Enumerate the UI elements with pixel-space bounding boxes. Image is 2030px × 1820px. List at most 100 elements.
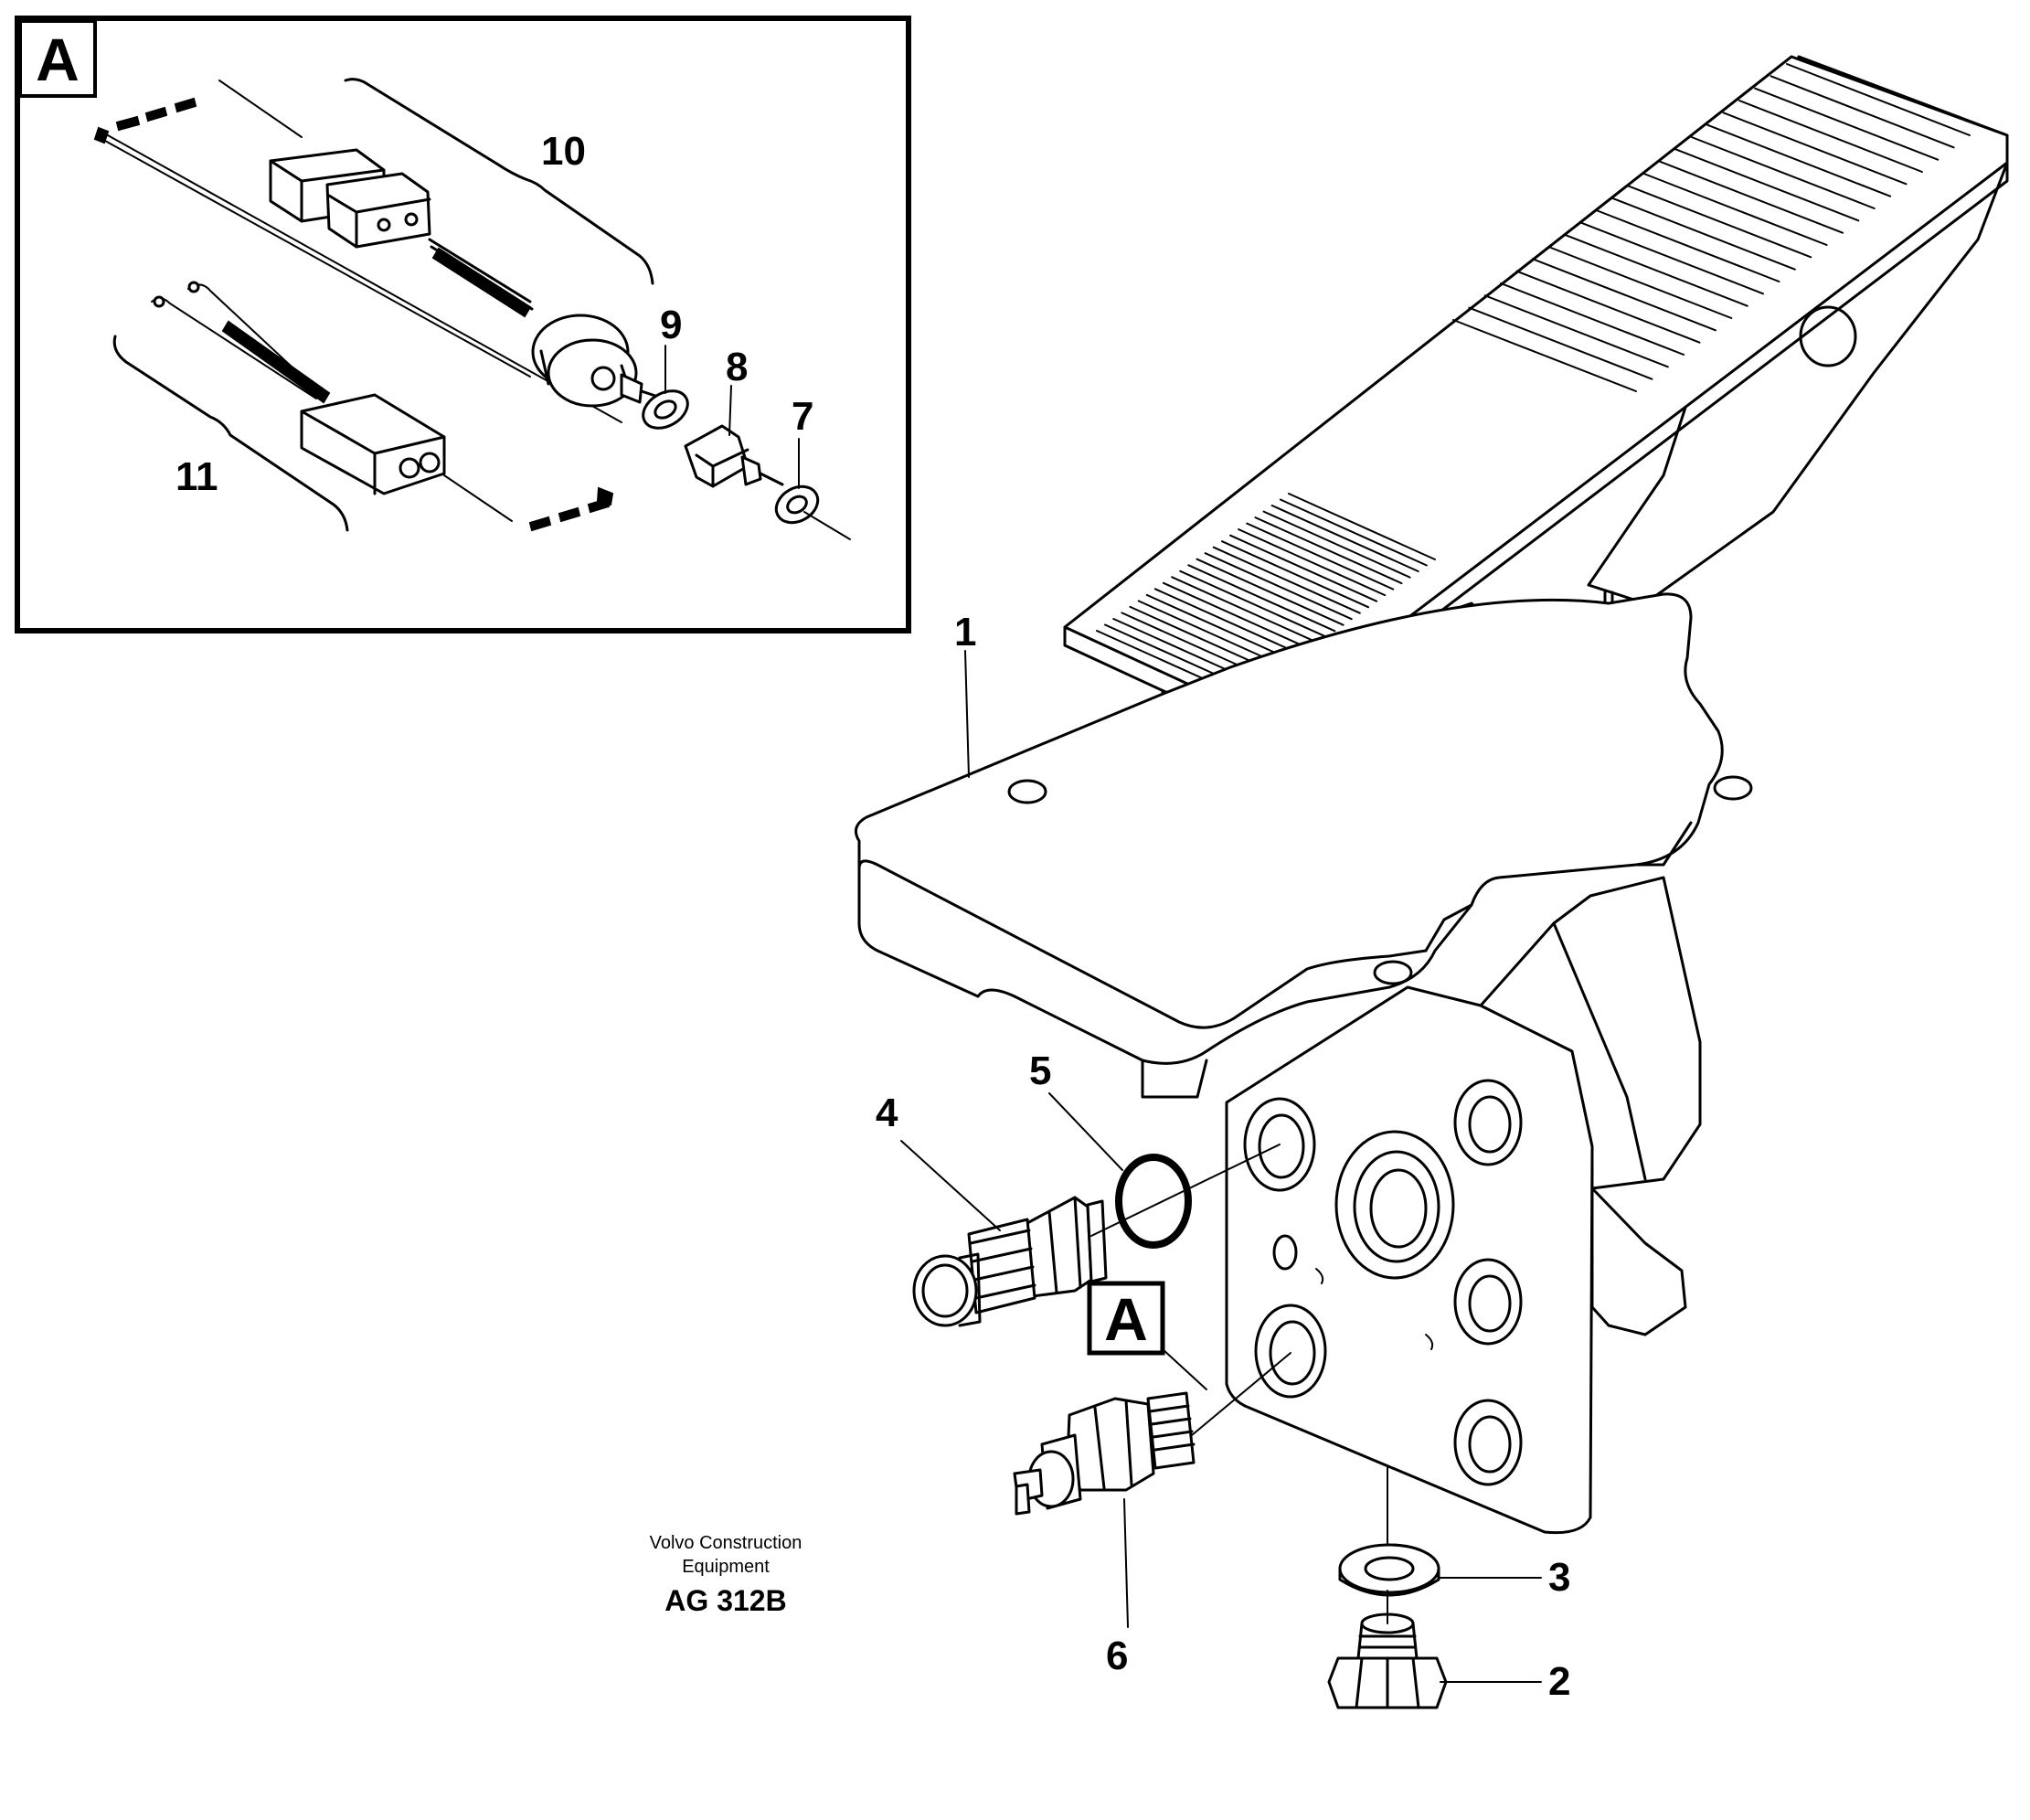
base-plate <box>854 592 1724 1065</box>
callout-1: 1 <box>954 610 976 655</box>
pedal-rib <box>1563 233 1748 307</box>
caption-block: Volvo Construction Equipment AG 312B <box>650 1533 802 1617</box>
mounting-hole <box>1373 960 1413 985</box>
pedal-rib <box>1452 319 1637 392</box>
callout-2: 2 <box>1548 1659 1570 1704</box>
pedal-rib <box>1642 173 1828 246</box>
callout-9: 9 <box>660 303 682 347</box>
pedal-rib <box>1674 148 1860 222</box>
pedal-grille-line <box>1145 593 1294 662</box>
harness-edge-lower <box>104 140 531 378</box>
valve-body-lug <box>1590 1187 1687 1336</box>
o-ring-5 <box>1115 1154 1192 1249</box>
pedal-rib <box>1579 221 1764 295</box>
valve-pin-hole <box>1272 1234 1298 1271</box>
drawing-code: AG 312B <box>664 1584 786 1617</box>
sensor-6 <box>1013 1391 1196 1516</box>
pedal-assembly: A 1 2 3 4 5 6 <box>854 55 2009 1709</box>
leader-5 <box>1048 1092 1123 1171</box>
axis-line-4 <box>1090 1144 1281 1237</box>
pedal-rib <box>1547 246 1733 319</box>
pedal-pad-ribs <box>1452 63 1971 392</box>
pedal-grille-line <box>1196 558 1344 626</box>
leader-6 <box>1123 1498 1129 1628</box>
fitting-4 <box>912 1196 1108 1327</box>
pedal-rib <box>1468 306 1653 380</box>
pedal-rib <box>1738 100 1923 173</box>
pedal-grille-line <box>1212 546 1361 614</box>
pedal-rib <box>1659 160 1844 234</box>
detail-reference-leader <box>1162 1348 1207 1390</box>
pedal-grille-line <box>1238 528 1387 597</box>
connector-11 <box>151 281 513 522</box>
detail-label: A <box>36 26 80 93</box>
callout-6: 6 <box>1106 1634 1128 1678</box>
valve-port <box>1254 1304 1327 1399</box>
leader-4 <box>900 1140 1001 1231</box>
detail-label-box <box>18 19 97 98</box>
bracket-11 <box>112 335 349 532</box>
callout-4: 4 <box>876 1091 898 1135</box>
plug-2 <box>1327 1612 1448 1709</box>
pedal-rib <box>1706 123 1892 197</box>
pedal-grille-line <box>1187 564 1336 633</box>
mounting-hole <box>1713 775 1753 801</box>
pedal-grille-line <box>1171 576 1320 644</box>
pedal-grille-line <box>1246 522 1395 591</box>
detail-reference-box <box>1087 1281 1165 1356</box>
pedal-rib <box>1610 197 1796 271</box>
washer-7 <box>774 484 851 540</box>
valve-port <box>1453 1079 1523 1166</box>
pedal-grille-line <box>1288 493 1436 560</box>
pedal-rib <box>1595 209 1780 282</box>
pedal-grille-line <box>1270 505 1419 572</box>
harness-dashes <box>93 97 614 532</box>
valve-main-port <box>1334 1130 1455 1280</box>
connector-10 <box>269 148 534 311</box>
valve-port <box>1453 1399 1523 1486</box>
callout-11: 11 <box>175 454 218 499</box>
pedal-rib <box>1770 75 1955 149</box>
washer-9 <box>642 389 689 430</box>
pedal-rib <box>1515 270 1701 344</box>
washer-3 <box>1338 1543 1440 1597</box>
leader-1 <box>964 650 970 778</box>
pedal-rib <box>1722 112 1908 186</box>
callout-8: 8 <box>726 345 748 389</box>
pedal-rib <box>1690 136 1876 209</box>
harness-edge-top <box>218 80 303 138</box>
detail-reference-label: A <box>1104 1285 1148 1353</box>
pedal-grille-line <box>1153 588 1302 656</box>
pedal-grille-line <box>1221 540 1369 609</box>
pedal-grille-line <box>1204 552 1353 621</box>
pedal-grille-line <box>1279 498 1428 567</box>
callout-7: 7 <box>792 394 813 439</box>
pedal-grille-line <box>1163 581 1311 650</box>
pedal-rib <box>1531 258 1716 332</box>
callout-3: 3 <box>1548 1555 1570 1600</box>
axis-line-6 <box>1191 1352 1291 1436</box>
mounting-hole <box>1007 779 1047 804</box>
detail-frame <box>15 16 911 633</box>
caption-line-1: Volvo Construction <box>650 1533 802 1553</box>
pedal-grille-line <box>1229 534 1378 602</box>
pedal-rib <box>1500 282 1685 356</box>
pressure-switch <box>431 247 660 408</box>
pedal-grille-line <box>1262 510 1411 579</box>
bracket-10 <box>344 78 654 285</box>
caption-line-2: Equipment <box>682 1557 770 1577</box>
adapter-8 <box>684 424 784 488</box>
pedal-rib <box>1483 294 1669 368</box>
pedal-rib <box>1627 185 1812 259</box>
callout-5: 5 <box>1029 1048 1051 1093</box>
pedal-rib <box>1754 87 1940 161</box>
detail-a-inset: A <box>15 16 911 633</box>
pedal-grille-line <box>1254 516 1403 585</box>
pedal-pad-grille <box>1096 493 1436 697</box>
valve-body-side <box>1479 876 1702 1190</box>
leader-8 <box>728 385 732 436</box>
pedal-rib <box>1786 63 1971 136</box>
harness-edge-upper <box>107 134 622 423</box>
callout-10: 10 <box>541 129 586 174</box>
